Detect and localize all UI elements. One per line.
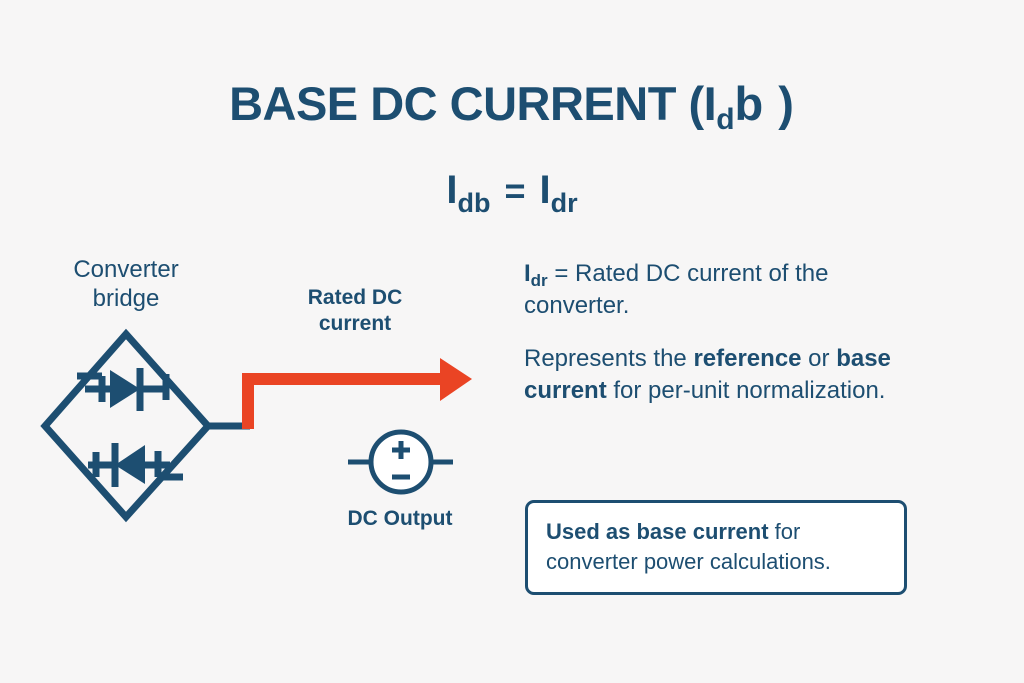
definition-symbol: I <box>524 260 531 287</box>
diode-lower-triangle <box>115 445 145 484</box>
diode-lower <box>88 443 170 487</box>
title-subscript: d <box>716 103 735 136</box>
dc-output-label: DC Output <box>347 507 453 530</box>
page-title: BASE DC CURRENT (Idb ) <box>0 76 1024 136</box>
dc-output-source-symbol <box>348 429 453 495</box>
represents-lead: Represents the <box>524 345 694 373</box>
represents-bold-reference: reference <box>693 345 802 373</box>
title-main: BASE DC CURRENT (I <box>229 77 717 130</box>
callout-bold: Used as base current <box>546 519 769 544</box>
dc-output-circle <box>368 429 434 495</box>
represents-tail: for per-unit normalization. <box>606 377 886 405</box>
callout-tail: for converter power calculations. <box>546 519 831 574</box>
formula-rhs-symbol: I <box>539 168 551 212</box>
callout-box: Used as base current for converter power… <box>525 500 907 596</box>
definition-text: Rated DC current of the converter. <box>524 260 829 319</box>
plus-icon <box>392 441 410 459</box>
represents-bold-base-current: base current <box>524 345 891 405</box>
definition-paragraph: Idr = Rated DC current of the converter. <box>524 258 924 321</box>
formula-lhs-symbol: I <box>446 168 458 212</box>
diode-upper-triangle <box>110 370 140 408</box>
formula-line: Idb = Idr <box>0 168 1024 218</box>
represents-paragraph: Represents the reference or base current… <box>524 343 924 406</box>
represents-middle: or <box>801 345 837 373</box>
formula-equals: = <box>504 170 526 211</box>
title-tail: b ) <box>734 77 795 130</box>
callout-text: Used as base current for converter power… <box>546 517 886 576</box>
explanation-column: Idr = Rated DC current of the converter.… <box>524 258 924 429</box>
bridge-diamond-outline <box>40 328 213 523</box>
rated-dc-current-arrow <box>242 358 472 429</box>
diode-upper <box>85 368 167 411</box>
definition-symbol-subscript: dr <box>530 271 548 290</box>
definition-equals: = <box>547 260 576 287</box>
formula-rhs-subscript: dr <box>550 188 578 218</box>
rated-dc-current-arrowhead <box>440 358 472 401</box>
formula-lhs-subscript: db <box>457 188 491 218</box>
